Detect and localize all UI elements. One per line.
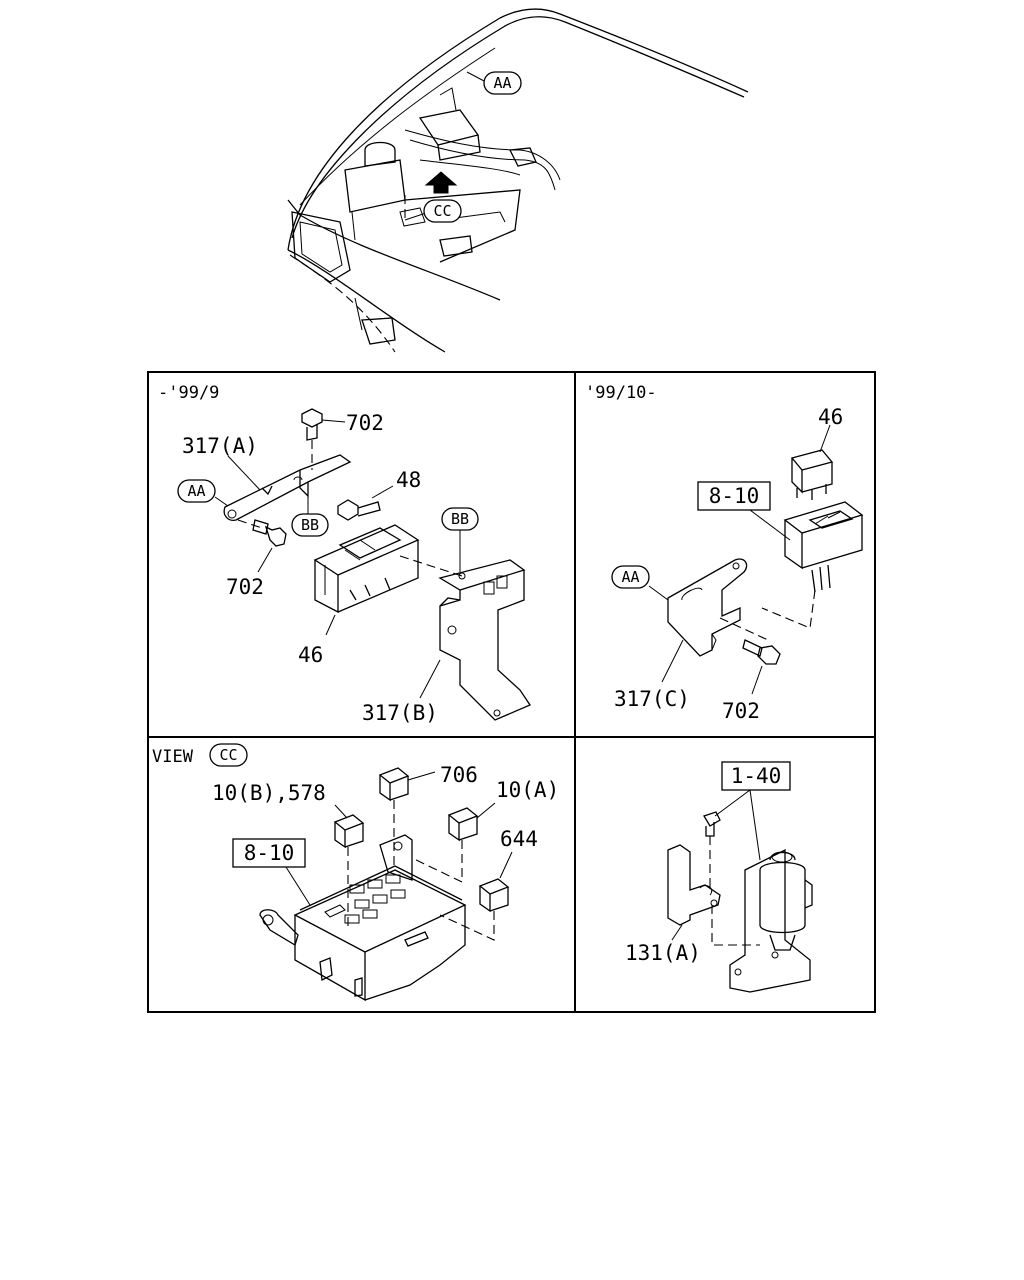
- label-317b: 317(B): [362, 701, 438, 725]
- bracket-317a: [223, 454, 352, 521]
- label-46-late: 46: [818, 405, 843, 429]
- ref-box-8-10-view-text: 8-10: [244, 841, 295, 865]
- relay-10a: [411, 807, 479, 883]
- panel-view-cc: VIEW CC 706 10(B),578: [152, 743, 559, 1002]
- label-702-bottom: 702: [226, 575, 264, 599]
- panel-grid: [147, 371, 876, 1013]
- bracket-317c: [667, 558, 769, 657]
- relay-block-46: [313, 524, 463, 614]
- callout-cc-view: CC: [209, 743, 248, 767]
- panel-pump: 1-40 131(A): [625, 761, 813, 993]
- relay-644: [439, 878, 510, 941]
- panel-late-model: '99/10- 46 8-10 AA: [585, 383, 864, 723]
- label-702-top: 702: [346, 411, 384, 435]
- relay-706: [378, 767, 410, 870]
- callout-aa-late: AA: [611, 565, 650, 589]
- bolt-48: [337, 499, 381, 521]
- ref-box-8-10-late: 8-10: [697, 481, 771, 511]
- callout-cc-text: CC: [433, 202, 451, 220]
- panel-early-model: -'99/9 702 317(A) AA BB: [158, 383, 531, 725]
- ref-box-1-40: 1-40: [721, 761, 791, 791]
- label-46-early: 46: [298, 643, 323, 667]
- label-706: 706: [440, 763, 478, 787]
- panel-late-header: '99/10-: [585, 383, 657, 403]
- bolt-702-bottom: [237, 519, 287, 547]
- pump-assembly: [729, 848, 813, 993]
- callout-aa-overview: AA: [483, 71, 522, 95]
- callout-bb-bracket-text: BB: [301, 516, 319, 534]
- ref-box-1-40-text: 1-40: [731, 764, 782, 788]
- label-644: 644: [500, 827, 538, 851]
- label-48: 48: [396, 468, 421, 492]
- fuse-box: [259, 834, 467, 1002]
- view-cc-prefix: VIEW: [152, 747, 194, 767]
- callout-aa-early: AA: [177, 479, 216, 503]
- relay-socket: [761, 501, 864, 629]
- callout-aa-late-text: AA: [621, 568, 639, 586]
- engine-bay-overview: AA CC: [287, 8, 749, 353]
- callout-cc-view-text: CC: [219, 746, 237, 764]
- relay-46-late: [790, 449, 834, 500]
- label-10a: 10(A): [496, 778, 559, 802]
- ref-box-8-10-view: 8-10: [232, 838, 306, 868]
- bolt-702-late: [742, 639, 781, 665]
- callout-bb-bracketb-text: BB: [451, 510, 469, 528]
- bracket-317b: [438, 559, 531, 721]
- pump-bolt: [703, 811, 721, 890]
- callout-bb-bracket: BB: [291, 513, 329, 537]
- callout-aa-early-text: AA: [187, 482, 205, 500]
- callout-cc-overview: CC: [423, 199, 462, 223]
- label-317a: 317(A): [182, 434, 258, 458]
- bolt-702-top: [301, 408, 323, 470]
- ref-box-8-10-late-text: 8-10: [709, 484, 760, 508]
- label-317c: 317(C): [614, 687, 690, 711]
- label-131a: 131(A): [625, 941, 701, 965]
- label-702-late: 702: [722, 699, 760, 723]
- panel-early-header: -'99/9: [158, 383, 219, 403]
- label-10b-578: 10(B),578: [212, 781, 326, 805]
- bracket-131a: [667, 844, 760, 946]
- callout-aa-text: AA: [493, 74, 511, 92]
- callout-bb-bracketb: BB: [441, 507, 479, 531]
